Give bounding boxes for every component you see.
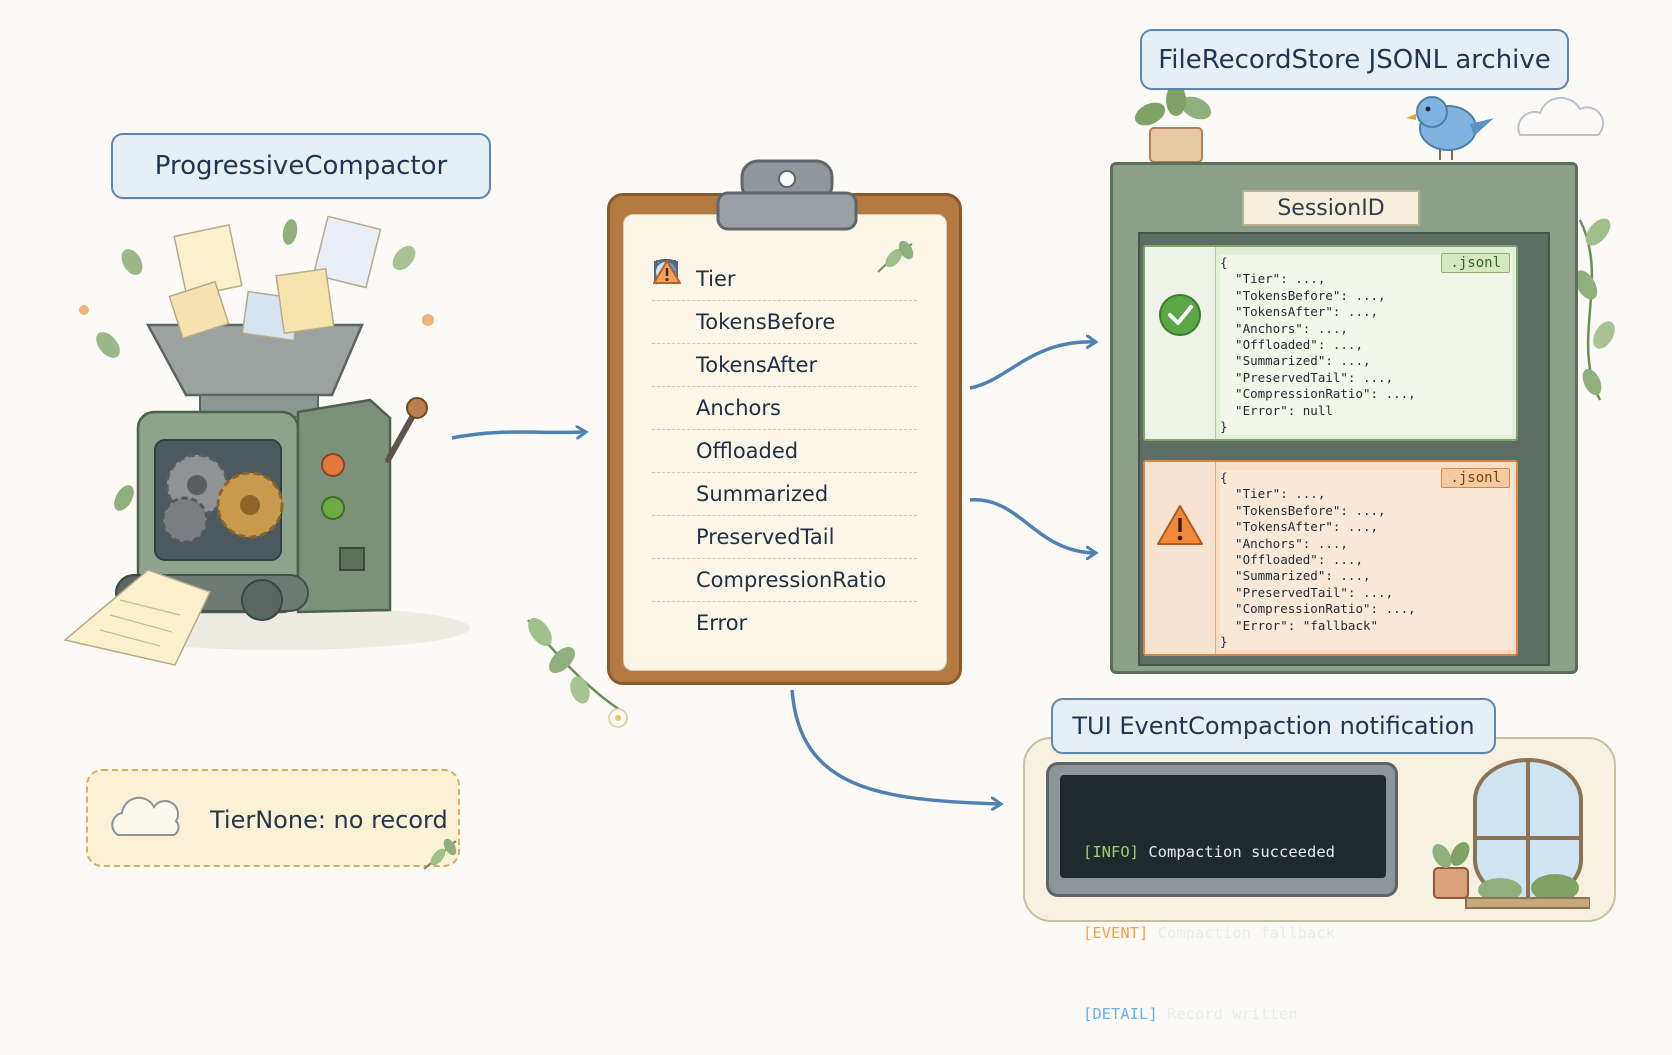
record-json-text: { "Tier": ..., "TokensBefore": ..., "Tok… [1220,255,1512,435]
record-status-strip [1145,247,1216,439]
field-label: Summarized [696,482,829,506]
arrow-record-to-tui [790,689,1000,804]
arrow-compactor-to-record [451,432,585,440]
archive-title-text: FileRecordStore JSONL archive [1158,44,1551,75]
field-label: TokensBefore [696,310,836,334]
field-row-error: Error [652,260,917,644]
arrow-record-to-fallback [969,498,1095,553]
log-level-detail: [DETAIL] [1083,1005,1158,1023]
leaf-icon [423,838,457,870]
check-circle-icon [1159,294,1201,336]
warning-icon [1157,505,1203,545]
connector-layer [63,84,1615,941]
field-row-preserved-tail: PreservedTail [652,259,917,559]
compactor-title-text: ProgressiveCompactor [154,151,448,181]
terminal-log: [INFO] Compaction succeeded [EVENT] Comp… [1083,785,1335,1055]
jsonl-file-tag: .jsonl [1441,468,1510,488]
field-row-tokens-before: TokensBefore [652,259,917,344]
field-label: TokensAfter [696,353,818,377]
warning-icon [652,260,696,638]
log-level-info: [INFO] [1083,843,1139,861]
field-row-tokens-after: TokensAfter [652,259,917,387]
session-id-tag: SessionID [1242,190,1420,226]
tier-none-text: TierNone: no record [210,806,448,834]
field-label: Tier [696,267,736,291]
compactor-title-label: ProgressiveCompactor [111,133,491,199]
record-field-list: Tier TokensBefore TokensAfter Anchors Of… [652,258,917,644]
jsonl-record-success: { "Tier": ..., "TokensBefore": ..., "Tok… [1143,245,1518,441]
record-json-text: { "Tier": ..., "TokensBefore": ..., "Tok… [1220,470,1512,650]
tui-title-label: TUI EventCompaction notification [1051,698,1496,754]
log-message: Compaction fallback [1157,924,1335,942]
log-level-event: [EVENT] [1083,924,1149,942]
field-label: CompressionRatio [696,568,887,592]
terminal-screen [1060,775,1386,878]
cloud-decoration [1517,96,1604,136]
field-label: Offloaded [696,439,799,463]
record-clipboard-paper [623,214,947,671]
log-message: Compaction succeeded [1148,843,1335,861]
bird-decoration [1406,96,1494,160]
plant-sprig-decoration [527,617,628,728]
jsonl-record-fallback: { "Tier": ..., "TokensBefore": ..., "Tok… [1143,460,1518,656]
field-label: Error [696,611,748,635]
box-icon [652,261,696,466]
leaf-icon [877,240,914,273]
pie-chart-icon [652,260,696,595]
database-icon [652,259,696,337]
log-line: [DETAIL] Record written [1083,1001,1335,1028]
potted-plant-decoration [1134,84,1212,163]
tui-title-text: TUI EventCompaction notification [1072,712,1475,740]
document-icon [652,260,696,509]
jsonl-file-tag: .jsonl [1441,253,1510,273]
feather-icon [652,259,696,552]
field-row-summarized: Summarized [652,260,917,516]
cloud-icon [111,796,180,836]
anchor-icon [652,259,696,423]
compactor-machine-illustration [63,215,470,666]
session-id-text: SessionID [1277,195,1385,221]
field-label: Anchors [696,396,781,420]
field-row-anchors: Anchors [652,259,917,430]
log-line: [INFO] Compaction succeeded [1083,839,1335,866]
arrow-record-to-success [969,342,1095,390]
archive-title-label: FileRecordStore JSONL archive [1140,29,1569,90]
vine-decoration [1574,218,1615,401]
field-row-tier: Tier [652,258,917,301]
log-message: Record written [1167,1005,1298,1023]
record-status-strip [1145,462,1216,654]
database-icon [652,259,696,380]
field-row-offloaded: Offloaded [652,261,917,473]
field-row-compression-ratio: CompressionRatio [652,260,917,602]
clipboard-clip-icon [716,159,858,231]
window-illustration [1432,758,1590,909]
log-line: [EVENT] Compaction fallback [1083,920,1335,947]
field-label: PreservedTail [696,525,835,549]
